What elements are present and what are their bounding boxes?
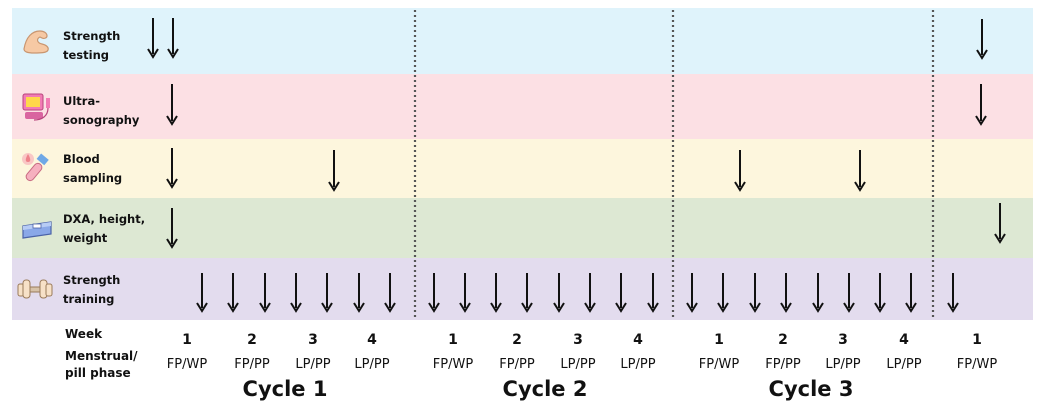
week-number: 3 (838, 332, 848, 348)
bathroom-scale-icon (20, 212, 54, 246)
blood-test-tube-icon (20, 150, 54, 184)
week-phase: LP/PP (825, 357, 861, 372)
row-label-dxa: DXA, height,weight (63, 212, 146, 245)
arrow-marker (843, 273, 855, 313)
week-phase: FP/WP (956, 357, 998, 372)
arrow-marker (384, 273, 396, 313)
arrow-marker (166, 148, 178, 189)
arrow-marker (167, 18, 179, 59)
arrow-marker (428, 273, 440, 313)
arrow-marker (553, 273, 565, 313)
week-number: 2 (512, 332, 522, 348)
week-number: 3 (308, 332, 318, 348)
arrow-marker (749, 273, 761, 313)
week-phase: LP/PP (354, 357, 390, 372)
arrow-marker (147, 18, 159, 59)
arrow-marker (854, 150, 866, 192)
week-number: 1 (714, 332, 724, 348)
row-band-dxa (12, 198, 1033, 258)
week-number: 2 (247, 332, 257, 348)
arrow-marker (780, 273, 792, 313)
arrow-marker (166, 208, 178, 249)
arrow-marker (717, 273, 729, 313)
week-number: 1 (972, 332, 982, 348)
week-number: 2 (778, 332, 788, 348)
week-number: 1 (182, 332, 192, 348)
arrow-marker (584, 273, 596, 313)
arrow-marker (196, 273, 208, 313)
row-band-ultrasonography (12, 74, 1033, 139)
arrow-marker (227, 273, 239, 313)
arrow-marker (353, 273, 365, 313)
week-phase: FP/PP (765, 357, 801, 372)
row-band-strength-training (12, 258, 1033, 320)
week-number: 1 (448, 332, 458, 348)
week-number: 4 (899, 332, 909, 348)
cycle-label-1: Cycle 1 (242, 377, 328, 401)
arrow-marker (812, 273, 824, 313)
week-phase: LP/PP (560, 357, 596, 372)
cycle-label-3: Cycle 3 (768, 377, 854, 401)
arrow-marker (490, 273, 502, 313)
row-band-strength-testing (12, 8, 1033, 74)
arrow-marker (686, 273, 698, 313)
arrow-marker (647, 273, 659, 313)
arrow-marker (975, 84, 987, 126)
arrow-marker (947, 273, 959, 313)
week-phase: LP/PP (620, 357, 656, 372)
arrow-marker (521, 273, 533, 313)
arrow-marker (615, 273, 627, 313)
arrow-marker (976, 19, 988, 60)
arrow-marker (994, 203, 1006, 244)
week-phase: LP/PP (295, 357, 331, 372)
week-phase: FP/WP (166, 357, 208, 372)
ultrasound-machine-icon (20, 90, 54, 124)
arrow-marker (290, 273, 302, 313)
week-number: 4 (633, 332, 643, 348)
flexed-arm-icon (20, 23, 54, 57)
arrow-marker (459, 273, 471, 313)
week-phase: FP/WP (432, 357, 474, 372)
arrow-marker (905, 273, 917, 313)
week-phase: FP/WP (698, 357, 740, 372)
arrow-marker (874, 273, 886, 313)
arrow-marker (166, 84, 178, 126)
week-number: 4 (367, 332, 377, 348)
row-label-ultrasonography: Ultra-sonography (63, 94, 140, 127)
dumbbell-icon (16, 272, 53, 306)
row-band-blood-sampling (12, 139, 1033, 198)
week-phase: FP/PP (499, 357, 535, 372)
week-number: 3 (573, 332, 583, 348)
week-phase: FP/PP (234, 357, 270, 372)
arrow-marker (734, 150, 746, 192)
week-phase: LP/PP (886, 357, 922, 372)
arrow-marker (259, 273, 271, 313)
arrow-marker (321, 273, 333, 313)
arrow-marker (328, 150, 340, 192)
cycle-label-2: Cycle 2 (502, 377, 588, 401)
week-label: Week (65, 327, 103, 341)
phase-label: Menstrual/pill phase (65, 349, 138, 380)
